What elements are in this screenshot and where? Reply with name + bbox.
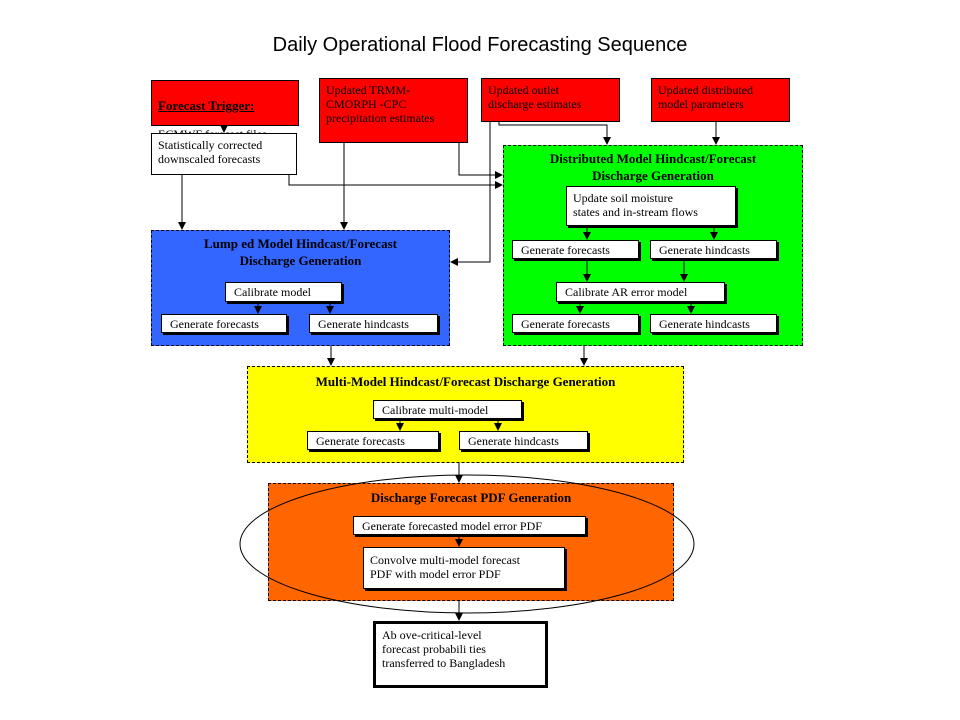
trmm-precipitation-box: Updated TRMM- CMORPH -CPC precipitation … — [319, 78, 468, 143]
multi-calibrate-box: Calibrate multi-model — [373, 400, 522, 419]
trmm-precipitation-text: Updated TRMM- CMORPH -CPC precipitation … — [326, 83, 435, 125]
outlet-discharge-box: Updated outlet discharge estimates — [481, 78, 620, 122]
lumped-forecasts-box: Generate forecasts — [161, 314, 287, 333]
output-box: Ab ove-critical-level forecast probabili… — [373, 621, 548, 688]
lumped-calibrate-box: Calibrate model — [225, 282, 342, 302]
arrow-outlet-to-distributed — [498, 122, 611, 145]
distributed-hindcasts1-text: Generate hindcasts — [659, 243, 750, 257]
corrected-forecasts-box: Statistically corrected downscaled forec… — [151, 133, 297, 175]
distributed-params-text: Updated distributed model parameters — [658, 83, 753, 111]
output-text: Ab ove-critical-level forecast probabili… — [382, 628, 506, 670]
outlet-discharge-text: Updated outlet discharge estimates — [488, 83, 582, 111]
distributed-calibrate-ar-box: Calibrate AR error model — [556, 282, 725, 302]
distributed-update-text: Update soil moisture states and in-strea… — [573, 191, 698, 219]
distributed-calibrate-ar-text: Calibrate AR error model — [565, 285, 688, 299]
distributed-forecasts1-box: Generate forecasts — [512, 240, 639, 259]
pdf-generation-header: Discharge Forecast PDF Generation — [370, 490, 572, 505]
error-pdf-box: Generate forecasted model error PDF — [353, 516, 586, 535]
highlight-ellipse — [239, 474, 695, 614]
multi-model-header: Multi-Model Hindcast/Forecast Discharge … — [315, 374, 616, 389]
lumped-hindcasts-text: Generate hindcasts — [318, 317, 409, 331]
distributed-forecasts2-box: Generate forecasts — [512, 314, 639, 333]
arrow-outlet-to-lumped — [450, 122, 491, 266]
multi-calibrate-text: Calibrate multi-model — [382, 403, 489, 417]
multi-forecasts-box: Generate forecasts — [307, 431, 439, 450]
arrow-corrected-to-distributed — [288, 175, 503, 189]
lumped-hindcasts-box: Generate hindcasts — [309, 314, 438, 333]
convolve-text: Convolve multi-model forecast PDF with m… — [370, 553, 520, 581]
forecast-trigger-heading: Forecast Trigger: — [158, 98, 255, 113]
distributed-forecasts1-text: Generate forecasts — [521, 243, 610, 257]
distributed-forecasts2-text: Generate forecasts — [521, 317, 610, 331]
lumped-forecasts-text: Generate forecasts — [170, 317, 259, 331]
multi-hindcasts-box: Generate hindcasts — [459, 431, 588, 450]
lumped-model-header: Lump ed Model Hindcast/Forecast Discharg… — [204, 236, 397, 268]
convolve-box: Convolve multi-model forecast PDF with m… — [363, 547, 565, 589]
page-title: Daily Operational Flood Forecasting Sequ… — [272, 34, 688, 56]
multi-forecasts-text: Generate forecasts — [316, 434, 405, 448]
arrow-trmm-to-distributed — [458, 143, 503, 179]
distributed-hindcasts1-box: Generate hindcasts — [650, 240, 777, 259]
distributed-params-box: Updated distributed model parameters — [651, 78, 790, 122]
corrected-forecasts-text: Statistically corrected downscaled forec… — [158, 138, 263, 166]
distributed-update-box: Update soil moisture states and in-strea… — [566, 186, 736, 226]
distributed-hindcasts2-box: Generate hindcasts — [650, 314, 777, 333]
error-pdf-text: Generate forecasted model error PDF — [362, 519, 542, 533]
distributed-hindcasts2-text: Generate hindcasts — [659, 317, 750, 331]
multi-hindcasts-text: Generate hindcasts — [468, 434, 559, 448]
lumped-calibrate-text: Calibrate model — [234, 285, 311, 299]
distributed-model-header: Distributed Model Hindcast/Forecast Disc… — [549, 151, 757, 183]
